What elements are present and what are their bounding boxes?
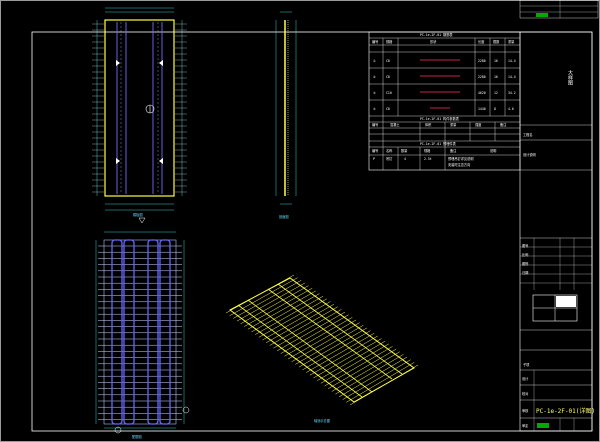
t1-h5: 重量 [508,39,515,44]
t1-r3-len: 1440 [478,107,486,111]
t1-r3-spec: C8 [386,107,390,111]
iso-label: 轴测示意图 [314,418,330,423]
project-label: 工程名 [523,132,533,137]
t1-h2: 形状 [430,39,437,44]
table1-title: PC-1e-2F-01 钢筋表 [420,32,453,37]
tb-label-5: 校对 [522,391,529,396]
plan-rebars [116,22,163,194]
rebar-table: PC-1e-2F-01 钢筋表 PC-1e-2F-01 构件参数表 PC-1e-… [368,31,521,171]
tb-label-1: 比例 [522,252,528,257]
t3-r4: 预埋吊钉详见说明 [448,156,474,161]
t1-r1-qty: 16 [494,75,498,79]
plan-dimensions [96,7,183,211]
rebar-marker-icon-2 [114,426,122,434]
iso-transverse-bars [225,274,419,406]
t1-r3-id: ④ [373,107,376,111]
t1-r0-wt: 14.4 [508,59,516,63]
side-note: 大样图 [567,69,573,86]
t2-h4: 强度 [475,122,482,127]
t3-h5: 说明 [490,148,496,153]
t1-r2-qty: 12 [494,91,498,95]
plan-left-ticks [92,23,187,193]
t1-h3: 长度 [478,39,485,44]
t3-h3: 规格 [424,148,431,153]
t1-r2-len: 4620 [478,91,486,95]
plan-section-marker [138,217,146,224]
plan-rebar-dashes [120,22,159,194]
t1-h0: 编号 [372,39,378,44]
subitem-label: 子项 [523,362,530,367]
t3-r3: 2.5t [424,157,432,161]
tb-label-6: 审核 [522,408,529,413]
plan-label: 模板图 [133,212,143,217]
t3-r5: 安装时注意方向 [448,162,470,167]
t1-r2-spec: C10 [386,91,392,95]
tb-label-0: 图号 [522,243,528,248]
t1-h1: 规格 [386,39,393,44]
iso-longitudinal-bars [237,283,403,398]
t2-h0: 编号 [372,122,378,127]
title-block: 大样图 设计说明 工程名 子项 图号 比例 图别 日期 设计 校对 审核 审定 … [519,31,595,432]
rebar-view[interactable]: 配筋图 [95,231,190,439]
table2-title: PC-1e-2F-01 构件参数表 [420,116,460,121]
t3-r0: P [373,157,375,161]
t3-h1: 名称 [386,148,393,153]
tb-label-3: 日期 [522,270,528,275]
t1-r1-spec: C8 [386,75,390,79]
t1-r1-wt: 14.4 [508,75,516,79]
rebar-marker-icon [182,406,190,414]
rebar-outline [103,239,177,425]
t2-h3: 重量 [450,122,457,127]
t3-r1: 吊钉 [386,156,393,161]
top-right-mini-block [519,0,599,19]
tb-label-7: 审定 [522,423,529,428]
table3-title: PC-1e-2F-01 预埋件表 [420,141,457,146]
t3-h0: 编号 [372,148,378,153]
iso-view[interactable]: 轴测示意图 [225,274,419,423]
t1-r3-wt: 4.6 [508,107,514,111]
t3-h4: 备注 [450,148,457,153]
rebar-dimensions [95,231,185,429]
t2-h5: 备注 [500,122,507,127]
tb-label-2: 图别 [522,261,528,266]
t1-r2-id: ③ [373,91,376,95]
lifting-marker-icons [116,60,163,164]
drawing-title: PC-1e-2F-01(详图) [536,407,595,415]
tb-label-4: 设计 [522,376,529,381]
rebar-label: 配筋图 [132,434,142,439]
t2-h1: 混凝土 [390,122,400,127]
t1-r0-len: 2280 [478,59,486,63]
t1-r0-qty: 16 [494,59,498,63]
rebar-longitudinal-bars [111,239,171,425]
t1-r1-len: 2280 [478,75,486,79]
t1-r0-id: ① [373,59,376,63]
t3-r2: 4 [404,157,406,161]
t1-r1-id: ② [373,75,376,79]
t1-r0-spec: C8 [386,59,390,63]
plan-outline [104,19,175,197]
t1-r3-qty: 8 [494,107,496,111]
plan-view[interactable]: 模板图 [92,7,187,224]
notes-heading: 设计说明 [523,152,536,157]
t3-h2: 数量 [401,148,408,153]
t2-h2: 体积 [425,122,432,127]
t1-r2-wt: 34.2 [508,91,516,95]
section-view[interactable]: 剖面图 [275,11,297,219]
section-label: 剖面图 [279,214,289,219]
t1-h4: 根数 [493,39,500,44]
